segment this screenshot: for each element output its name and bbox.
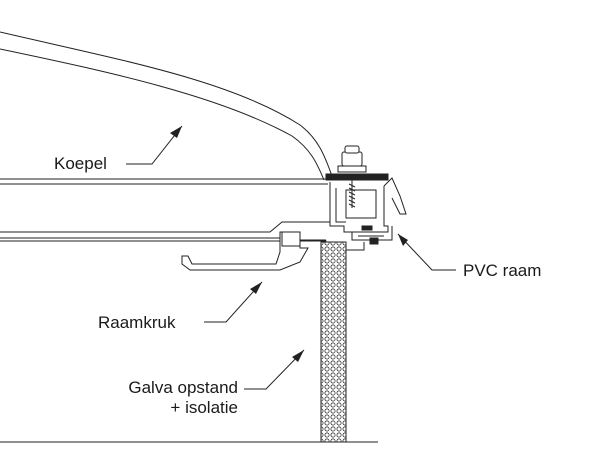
- label-galva-line2: + isolatie: [170, 397, 238, 417]
- leader-galva: [244, 349, 305, 390]
- leader-pvc: [397, 233, 456, 271]
- frame-lines: [0, 178, 365, 251]
- arrowhead-galva: [292, 350, 304, 362]
- leader-arrowheads: [170, 126, 408, 362]
- leader-koepel: [126, 125, 183, 165]
- arrowhead-pvc: [398, 234, 408, 246]
- label-pvc-raam: PVC raam: [463, 261, 542, 280]
- arrowhead-koepel: [170, 126, 182, 138]
- galva-upstand-insulation: [320, 241, 347, 443]
- label-koepel: Koepel: [54, 154, 107, 173]
- dome-shell: [0, 31, 351, 181]
- label-galva-opstand: Galva opstand + isolatie: [104, 378, 238, 417]
- leader-raamkruk: [204, 281, 263, 323]
- bolt-cap: [325, 145, 389, 208]
- pvc-window-profile: [329, 177, 407, 245]
- label-raamkruk: Raamkruk: [98, 313, 176, 332]
- arrowhead-raamkruk: [250, 282, 262, 294]
- label-galva-line1: Galva opstand: [128, 378, 238, 397]
- leader-lines: [126, 125, 456, 390]
- window-handle: [181, 231, 326, 271]
